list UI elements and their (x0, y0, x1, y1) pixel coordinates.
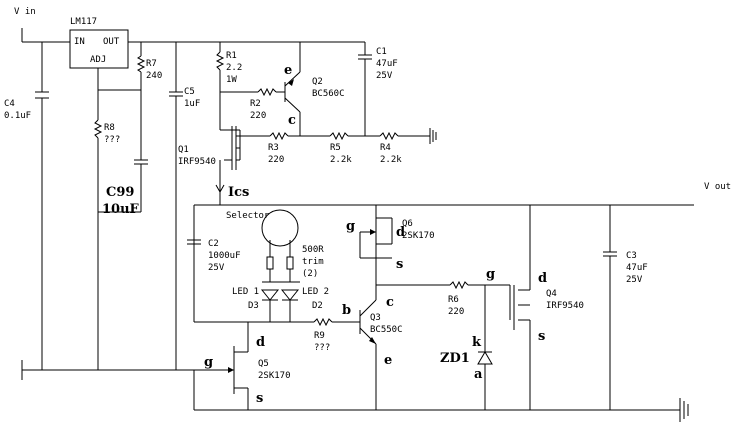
label-r5-value: 2.2k (330, 155, 352, 165)
label-q6-d: d (396, 225, 405, 240)
label-zd1-k: k (472, 335, 482, 350)
label-led2: LED 2 (302, 287, 329, 297)
label-c2-value: 1000uF (208, 251, 241, 261)
label-q2-e: e (284, 63, 292, 78)
label-c99-value: 10uF (102, 202, 140, 217)
label-trim-label: trim (302, 257, 324, 267)
label-q6-part: 2SK170 (402, 231, 435, 241)
label-q1-part: IRF9540 (178, 157, 216, 167)
label-q3-b: b (342, 303, 351, 318)
label-q6-s: s (396, 257, 403, 272)
label-r3-value: 220 (268, 155, 284, 165)
label-q5-part: 2SK170 (258, 371, 291, 381)
label-r8-name: R8 (104, 123, 115, 133)
label-q4-g: g (486, 267, 495, 282)
label-q4-d: d (538, 271, 547, 286)
label-v-out: V out (704, 182, 731, 192)
label-c2-voltage: 25V (208, 263, 225, 273)
label-v-in: V in (14, 7, 36, 17)
label-q4-part: IRF9540 (546, 301, 584, 311)
label-q6-g: g (346, 219, 355, 234)
label-q5-name: Q5 (258, 359, 269, 369)
label-d3: D3 (248, 301, 259, 311)
label-c3-value: 47uF (626, 263, 648, 273)
label-c1-value: 47uF (376, 59, 398, 69)
label-q4-s: s (538, 329, 545, 344)
label-q1-name: Q1 (178, 145, 189, 155)
label-r9-name: R9 (314, 331, 325, 341)
labels: V in V out LM117 IN OUT ADJ C4 0.1uF R8 … (4, 7, 731, 406)
label-r7-value: 240 (146, 71, 162, 81)
label-trim-value: 500R (302, 245, 324, 255)
label-r8-value: ??? (104, 135, 120, 145)
label-q4-name: Q4 (546, 289, 557, 299)
label-zd1: ZD1 (440, 351, 470, 366)
label-q2-c: c (288, 113, 296, 128)
label-r6-name: R6 (448, 295, 459, 305)
label-r2-value: 220 (250, 111, 266, 121)
label-c4-value: 0.1uF (4, 111, 31, 121)
label-d2: D2 (312, 301, 323, 311)
label-c5-value: 1uF (184, 99, 200, 109)
label-c3-voltage: 25V (626, 275, 643, 285)
label-lm-out: OUT (103, 37, 120, 47)
label-r1-name: R1 (226, 51, 237, 61)
label-c1-name: C1 (376, 47, 387, 57)
label-q5-s: s (256, 391, 263, 406)
label-c5-name: C5 (184, 87, 195, 97)
label-r6-value: 220 (448, 307, 464, 317)
label-trim-index: (2) (302, 269, 318, 279)
label-r2-name: R2 (250, 99, 261, 109)
label-r7-name: R7 (146, 59, 157, 69)
label-q6-name: Q6 (402, 219, 413, 229)
label-q3-e: e (384, 353, 392, 368)
label-zd1-a: a (474, 367, 483, 382)
label-q3-c: c (386, 295, 394, 310)
label-led1: LED 1 (232, 287, 259, 297)
label-q3-part: BC550C (370, 325, 403, 335)
label-r3-name: R3 (268, 143, 279, 153)
label-c99-name: C99 (106, 185, 134, 200)
label-q2-name: Q2 (312, 77, 323, 87)
label-q3-name: Q3 (370, 313, 381, 323)
label-lm-in: IN (74, 37, 85, 47)
label-q2-part: BC560C (312, 89, 345, 99)
label-ics: Ics (228, 185, 249, 200)
label-selector: Selector (226, 211, 270, 221)
label-q5-d: d (256, 335, 265, 350)
label-c4-name: C4 (4, 99, 15, 109)
label-lm117: LM117 (70, 17, 97, 27)
label-q5-g: g (204, 355, 213, 370)
label-r4-name: R4 (380, 143, 391, 153)
label-c2-name: C2 (208, 239, 219, 249)
label-r9-value: ??? (314, 343, 330, 353)
label-c3-name: C3 (626, 251, 637, 261)
label-lm-adj: ADJ (90, 55, 106, 65)
label-r4-value: 2.2k (380, 155, 402, 165)
label-c1-voltage: 25V (376, 71, 393, 81)
label-r5-name: R5 (330, 143, 341, 153)
label-r1-value: 2.2 (226, 63, 242, 73)
wires (21, 28, 694, 422)
label-r1-power: 1W (226, 75, 237, 85)
